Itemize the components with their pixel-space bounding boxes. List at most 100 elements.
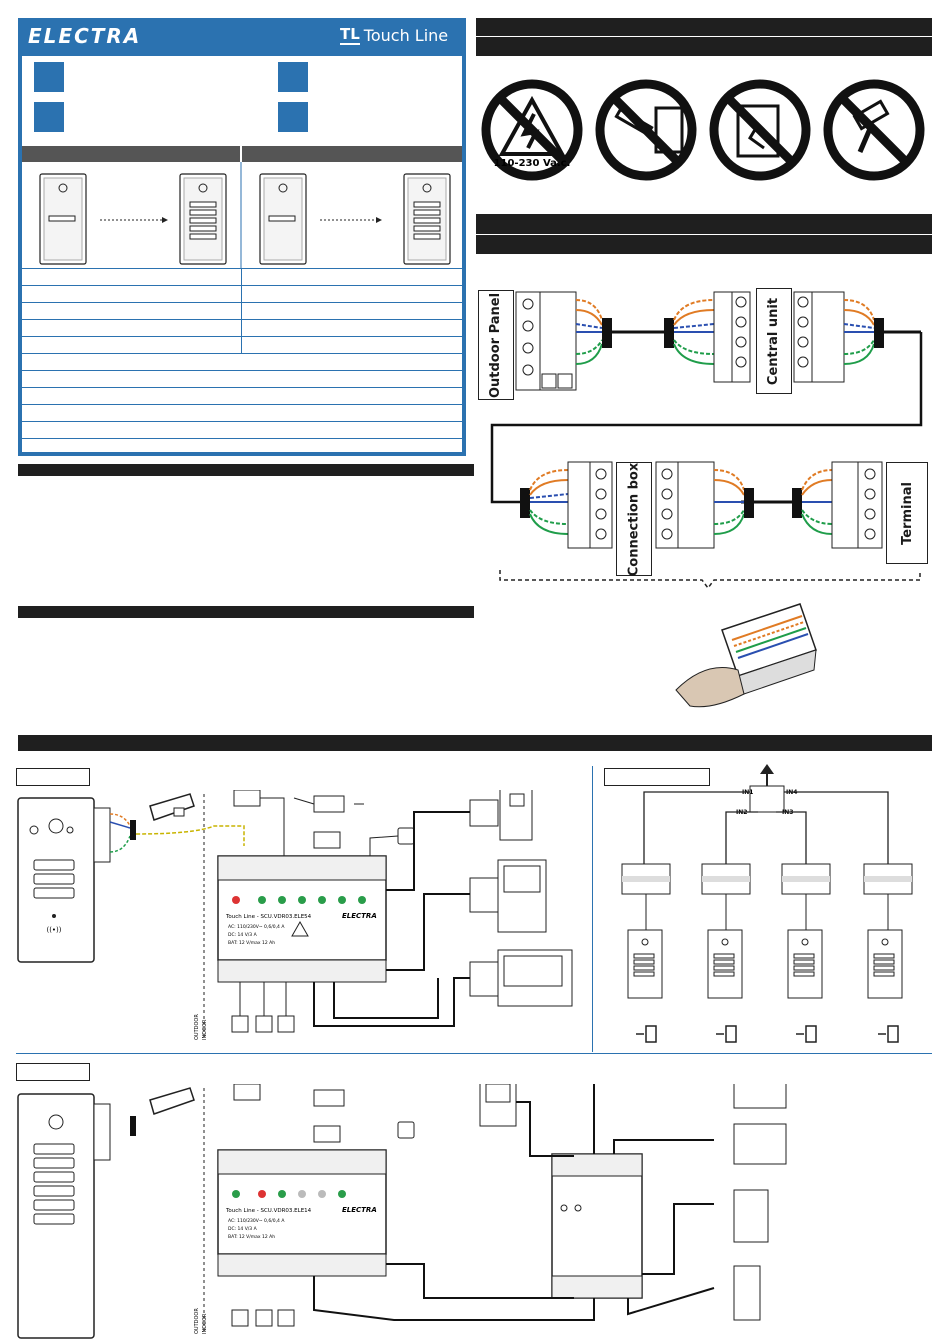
camera-icon <box>149 1087 195 1115</box>
section-square-3 <box>278 62 308 92</box>
diagram-tag-2 <box>604 768 710 786</box>
audio-terminal <box>499 790 533 841</box>
outdoor-panel-3-button: ((•)) <box>17 797 95 963</box>
voltage-label: 110-230 Va.c. <box>494 158 571 169</box>
distributor-box: IN1 IN4 IN2 IN3 <box>736 764 797 816</box>
panel-module <box>863 863 913 895</box>
table-rule <box>22 268 462 269</box>
table-divider <box>241 268 242 353</box>
section-header <box>18 606 474 618</box>
video-distributor <box>551 1153 643 1299</box>
central-unit-spec-ac: AC: 110/230V~ 0,6/0,4 A <box>228 924 285 930</box>
diagram-tag-3 <box>16 1063 90 1081</box>
table-rule <box>22 370 462 371</box>
connection-box-label: Connection box <box>616 462 652 576</box>
outdoor-panel <box>707 929 743 999</box>
section-header <box>18 464 474 476</box>
panel-module <box>621 863 671 895</box>
central-unit-spec-dc: DC: 14 V/3 A <box>228 932 258 938</box>
table-rule <box>22 336 462 337</box>
no-breaking-icon <box>709 79 811 181</box>
section-header <box>18 735 932 751</box>
outdoor-panel <box>787 929 823 999</box>
connection-box-terminal-left <box>520 461 613 549</box>
panel-multi-button-left <box>179 173 227 265</box>
central-unit-spec-bat: BAT: 12 V/max 12 Ah <box>228 1234 275 1240</box>
table-rule <box>22 285 462 286</box>
video-monitor-large <box>497 949 573 1007</box>
table-rule <box>22 387 462 388</box>
central-unit-label: Central unit <box>756 288 792 394</box>
svg-text:((•)): ((•)) <box>46 926 61 934</box>
indoor-label: INDOOR <box>202 1019 208 1040</box>
warnings-graphic: 110-230 Va.c. <box>481 79 925 181</box>
central-unit-2: Touch Line - SCU.VDR03.ELE14 ELECTRA AC:… <box>217 1149 387 1277</box>
door-lock-icon <box>878 1025 899 1043</box>
touchline-name: Touch Line <box>363 25 449 45</box>
brand-panel-inner <box>22 56 462 452</box>
central-unit-brand: ELECTRA <box>342 1206 377 1214</box>
no-high-voltage-icon: 110-230 Va.c. <box>481 79 583 181</box>
central-unit-brand: ELECTRA <box>342 912 377 920</box>
indoor-monitor <box>733 1189 769 1243</box>
central-unit-terminal-left <box>664 291 751 383</box>
panel-expansion-graphic <box>39 162 451 268</box>
table-rule <box>22 319 462 320</box>
door-lock-icon <box>636 1025 657 1043</box>
section-square-1 <box>34 62 64 92</box>
door-lock-icon <box>716 1025 737 1043</box>
indoor-monitor <box>479 1084 517 1127</box>
header-rule <box>476 36 932 37</box>
camera-icon <box>149 793 195 821</box>
outdoor-panel-label: Outdoor Panel <box>478 290 514 400</box>
outdoor-label: OUTDOOR <box>194 1308 200 1334</box>
config-header-right <box>242 146 462 162</box>
section-divider-horizontal <box>16 1053 932 1054</box>
brand-logo: ELECTRA <box>28 24 142 48</box>
config-header-left <box>22 146 240 162</box>
table-rule <box>22 438 462 439</box>
outdoor-panel <box>627 929 663 999</box>
diagram-tag-1 <box>16 768 90 786</box>
installation-diagram-2: IN1 IN4 IN2 IN3 <box>621 764 913 1043</box>
wiring-diagram <box>490 291 923 708</box>
outdoor-panel-terminal <box>515 291 612 391</box>
section-square-2 <box>34 102 64 132</box>
indoor-monitor <box>733 1265 761 1321</box>
central-unit-spec-dc: DC: 14 V/3 A <box>228 1226 258 1232</box>
rj45-connector-icon <box>675 603 817 708</box>
terminal-label: Terminal <box>886 462 928 564</box>
central-unit-terminal-right <box>793 291 884 383</box>
terminal-block <box>792 461 883 549</box>
panel-multi-button-right <box>403 173 451 265</box>
central-unit-spec-ac: AC: 110/230V~ 0,6/0,4 A <box>228 1218 285 1224</box>
panel-module <box>701 863 751 895</box>
table-rule <box>22 302 462 303</box>
no-painting-icon <box>823 79 925 181</box>
indoor-monitor <box>733 1084 787 1109</box>
panel-single-button-right <box>259 173 307 265</box>
no-drilling-icon <box>595 79 697 181</box>
central-unit-spec-bat: BAT: 12 V/max 12 Ah <box>228 940 275 946</box>
central-unit-1: Touch Line - SCU.VDR03.ELE54 ELECTRA AC:… <box>217 855 387 983</box>
installation-diagram-1: ((•)) Touch Line - SCU.VDR03.ELE54 ELECT… <box>17 790 573 1040</box>
outdoor-panel-6-button <box>17 1093 95 1339</box>
table-rule <box>22 404 462 405</box>
indoor-label: INDOOR <box>202 1313 208 1334</box>
outdoor-label: OUTDOOR <box>194 1014 200 1040</box>
table-rule <box>22 353 462 354</box>
touchline-mark-icon: TL <box>340 25 360 45</box>
section-header <box>476 18 932 56</box>
central-unit-model: Touch Line - SCU.VDR03.ELE14 <box>225 1208 312 1214</box>
panel-single-button-left <box>39 173 87 265</box>
section-square-4 <box>278 102 308 132</box>
installation-diagram-3: Touch Line - SCU.VDR03.ELE14 ELECTRA AC:… <box>17 1084 787 1339</box>
panel-module <box>781 863 831 895</box>
touchline-logo: TL Touch Line <box>340 25 448 45</box>
connection-box-terminal-right <box>655 461 754 549</box>
section-divider-vertical <box>592 766 593 1052</box>
door-lock-icon <box>796 1025 817 1043</box>
central-unit-model: Touch Line - SCU.VDR03.ELE54 <box>225 914 312 920</box>
video-monitor-small <box>497 859 547 933</box>
header-rule <box>476 234 932 235</box>
